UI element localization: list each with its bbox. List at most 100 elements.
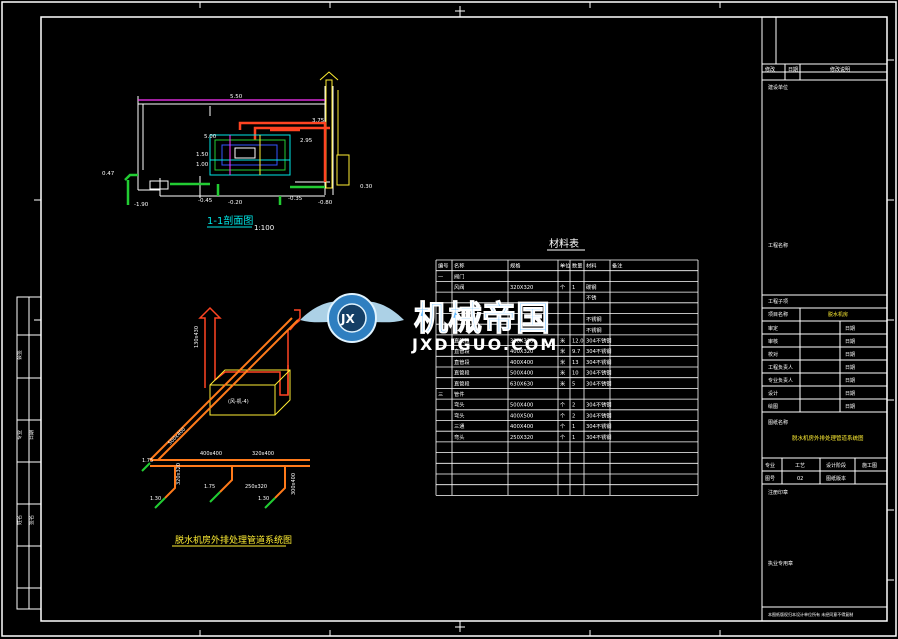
materials-cell: 直管段 xyxy=(454,347,470,355)
watermark-badge: JX xyxy=(340,312,355,326)
elev-m1-90: -1.90 xyxy=(134,202,149,208)
section-title: 1-1剖面图 xyxy=(207,214,253,227)
tb-no-2: 图纸版本 xyxy=(826,475,846,482)
materials-cell: 304不锈钢 xyxy=(586,433,611,441)
dim-400x400: 400x400 xyxy=(200,451,222,457)
tb-role-date: 日期 xyxy=(845,404,855,410)
materials-cell: 风阀 xyxy=(454,283,464,291)
materials-cell: 个 xyxy=(560,423,566,430)
materials-cell: 304不锈钢 xyxy=(586,358,611,366)
materials-cell: 个 xyxy=(560,284,566,291)
tb-role-label: 设计 xyxy=(768,390,778,397)
tb-build-unit: 建设单位 xyxy=(768,84,788,91)
materials-cell: 弯头 xyxy=(454,401,464,409)
elev-2-95: 2.95 xyxy=(300,138,313,144)
tb-spec-3: 施工图 xyxy=(862,462,877,469)
watermark-cn: 机械帝国 xyxy=(414,299,550,339)
tb-role-date: 日期 xyxy=(845,326,855,332)
materials-header-cell: 数量 xyxy=(572,262,582,270)
tb-seal-label: 执业专用章 xyxy=(768,560,793,567)
tb-spec-1: 工艺 xyxy=(795,463,805,469)
materials-cell: 米 xyxy=(560,347,566,355)
materials-cell: 阀门 xyxy=(454,272,464,280)
materials-cell: 1 xyxy=(572,435,575,441)
materials-cell: 400X400 xyxy=(510,424,533,430)
materials-cell: 2 xyxy=(572,413,575,419)
materials-cell: 米 xyxy=(560,379,566,387)
materials-cell: 400X320 xyxy=(510,349,533,355)
dim-320x320: 320x320 xyxy=(176,463,182,485)
dim-320x400: 320x400 xyxy=(252,451,274,457)
materials-cell: 米 xyxy=(560,358,566,366)
materials-cell: 320X320 xyxy=(510,285,533,291)
tb-role-date: 日期 xyxy=(845,365,855,371)
materials-cell: 12.0 xyxy=(572,339,584,345)
materials-header-cell: 材料 xyxy=(586,262,596,270)
materials-cell: 400X400 xyxy=(510,360,533,366)
materials-cell: 直管段 xyxy=(454,358,470,366)
ls-2: 日期 xyxy=(29,430,35,440)
materials-cell: 管件 xyxy=(454,390,464,398)
materials-cell: 9.7 xyxy=(572,349,580,355)
tb-subproject: 工程子项 xyxy=(768,298,788,305)
elev-m0-20: -0.20 xyxy=(228,200,243,206)
tb-date: 日期 xyxy=(788,67,798,73)
materials-header-cell: 备注 xyxy=(612,262,622,270)
materials-cell: 304不锈钢 xyxy=(586,401,611,409)
tb-role-label: 专业负责人 xyxy=(768,377,793,384)
elev-3: 1.30 xyxy=(150,496,161,502)
materials-cell: 不锈 xyxy=(586,294,596,302)
elev-m0-80: -0.80 xyxy=(318,200,333,206)
elev-m0-35: -0.35 xyxy=(288,196,303,202)
materials-cell: 直管段 xyxy=(454,379,470,387)
elev-1: 1.75 xyxy=(142,458,153,464)
materials-cell: 5 xyxy=(572,381,575,387)
materials-cell: 250X320 xyxy=(510,435,533,441)
materials-cell: 米 xyxy=(560,369,566,377)
elev-1-00: 1.00 xyxy=(196,162,209,168)
section-scale: 1:100 xyxy=(254,224,274,232)
tb-role-label: 审定 xyxy=(768,325,778,332)
box-label: (风-机-4) xyxy=(228,398,249,405)
tb-role-date: 日期 xyxy=(845,339,855,345)
tb-role-label: 校对 xyxy=(768,351,778,358)
materials-cell: 10 xyxy=(572,371,579,377)
materials-cell: 304不锈钢 xyxy=(586,347,611,355)
title-block-text: 修改 日期 修改说明 建设单位 工程名称 工程子项 项目名称 脱水机房 审定日期… xyxy=(765,66,877,617)
tb-role-date: 日期 xyxy=(845,352,855,358)
left-strip-text: 会签 专业 日期 姓名 签名 xyxy=(16,350,35,525)
materials-cell: 304不锈钢 xyxy=(586,379,611,387)
dim-300x400: 300x400 xyxy=(291,473,297,495)
materials-cell: 2 xyxy=(572,403,575,409)
tb-role-date: 日期 xyxy=(845,378,855,384)
materials-cell: 三通 xyxy=(454,422,465,430)
elev-5-00: 5.00 xyxy=(204,134,217,140)
tb-project-no-value: 脱水机房 xyxy=(828,311,848,318)
materials-cell: 630X630 xyxy=(510,381,533,387)
ls-1: 专业 xyxy=(16,430,23,440)
tb-role-date: 日期 xyxy=(845,391,855,397)
tb-project-name: 工程名称 xyxy=(768,242,788,249)
dim-250x320: 250x320 xyxy=(245,484,267,490)
section-view: 5.50 5.00 3.75 2.95 1.50 1.00 0.47 -0.20… xyxy=(102,71,373,232)
elev-m0-45: -0.45 xyxy=(198,198,213,204)
elev-0-30: 0.30 xyxy=(360,184,373,190)
materials-cell: 320X320 xyxy=(510,339,533,345)
tb-drawing-name-label: 图纸名称 xyxy=(768,419,788,426)
materials-header-cell: 名称 xyxy=(454,262,464,270)
tb-footer: 本图纸版权归本设计单位所有 未经同意不得复制 xyxy=(768,611,853,617)
title-block xyxy=(761,17,887,621)
materials-cell: 304不锈钢 xyxy=(586,337,611,345)
ls-4: 签名 xyxy=(28,515,35,525)
materials-cell: 个 xyxy=(560,412,566,419)
materials-header-cell: 单位 xyxy=(560,262,570,270)
tb-role-label: 绘图 xyxy=(768,403,778,410)
materials-cell: 1 xyxy=(572,424,575,430)
tb-desc: 修改说明 xyxy=(830,66,850,73)
elev-4: 1.30 xyxy=(258,496,269,502)
watermark-en: JXDIGUO.COM xyxy=(411,335,558,354)
materials-cell: 弯头 xyxy=(454,411,464,419)
materials-cell: 500X400 xyxy=(510,371,533,377)
materials-cell: 304不锈钢 xyxy=(586,369,611,377)
